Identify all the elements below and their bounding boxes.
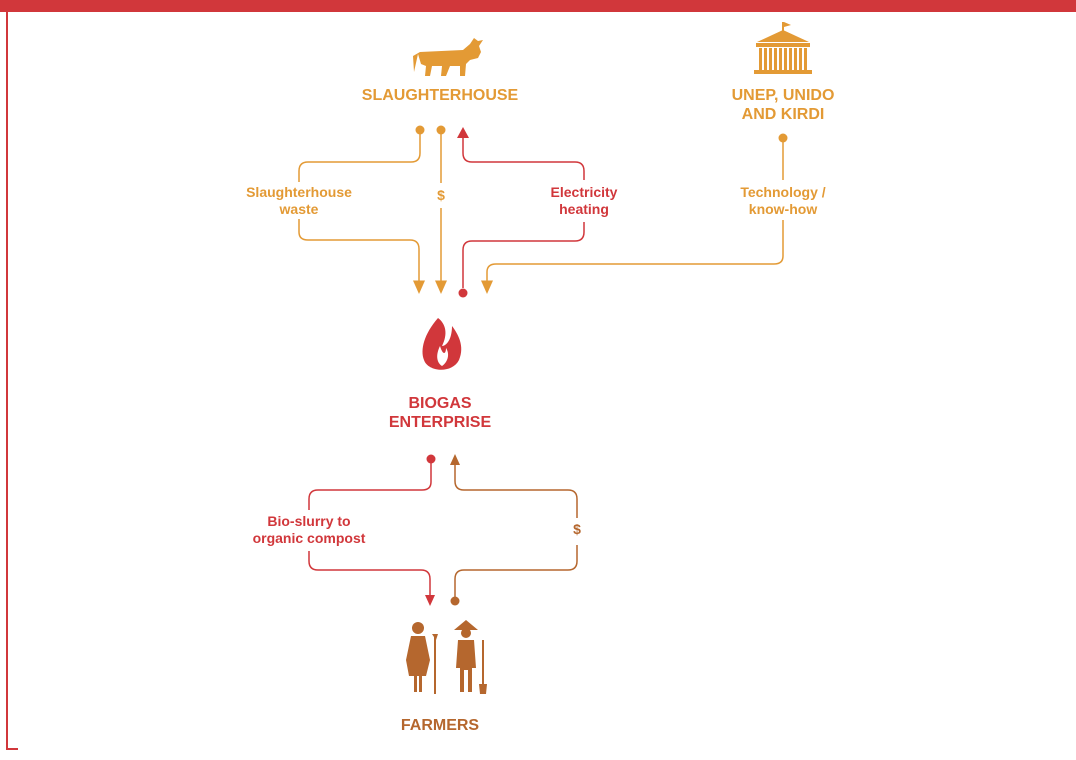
unep-label-line2: AND KIRDI	[741, 106, 825, 123]
waste-start-dot	[415, 125, 425, 135]
edge-electricity	[462, 138, 585, 288]
money-top-dot	[436, 125, 446, 135]
slaughterhouse-label: SLAUGHTERHOUSE	[361, 87, 519, 104]
money-bottom-arrowhead	[450, 454, 460, 465]
bioslurry-arrowhead	[425, 595, 435, 606]
bottom-border	[6, 748, 18, 750]
electricity-label-line1: Electricity	[550, 184, 618, 200]
farmers-icon	[406, 620, 487, 694]
flame-icon	[422, 318, 462, 370]
bioslurry-label-line1: Bio-slurry to	[267, 513, 351, 529]
technology-label-line2: know-how	[748, 201, 818, 217]
bioslurry-label: Bio-slurry to organic compost	[234, 513, 384, 547]
edge-money-bottom	[454, 465, 578, 600]
edge-technology	[481, 138, 784, 294]
unep-label: UNEP, UNIDO AND KIRDI	[700, 86, 866, 124]
biogas-label-line2: ENTERPRISE	[388, 414, 492, 431]
building-icon	[754, 22, 812, 74]
cow-icon	[413, 38, 483, 76]
edge-waste	[298, 130, 425, 294]
electricity-label-line2: heating	[559, 201, 609, 217]
money-bottom-label: $	[573, 521, 581, 537]
bioslurry-start-dot	[426, 454, 436, 464]
left-border	[6, 10, 8, 750]
top-bar	[0, 0, 1076, 12]
electricity-arrowhead	[457, 127, 469, 138]
biogas-label-line1: BIOGAS	[408, 395, 472, 412]
waste-label: Slaughterhouse waste	[224, 184, 374, 218]
unep-label-line1: UNEP, UNIDO	[731, 87, 835, 104]
electricity-label: Electricity heating	[524, 184, 644, 218]
money-top-label: $	[437, 187, 445, 203]
bioslurry-label-line2: organic compost	[252, 530, 366, 546]
farmers-label: FARMERS	[400, 717, 480, 734]
waste-label-line2: waste	[279, 201, 319, 217]
technology-label-line1: Technology /	[740, 184, 826, 200]
waste-label-line1: Slaughterhouse	[246, 184, 352, 200]
technology-start-dot	[778, 133, 788, 143]
electricity-start-dot	[458, 288, 468, 298]
technology-label: Technology / know-how	[713, 184, 853, 218]
biogas-label: BIOGAS ENTERPRISE	[360, 394, 520, 432]
money-bottom-dot	[450, 596, 460, 606]
edge-bioslurry	[308, 460, 432, 595]
